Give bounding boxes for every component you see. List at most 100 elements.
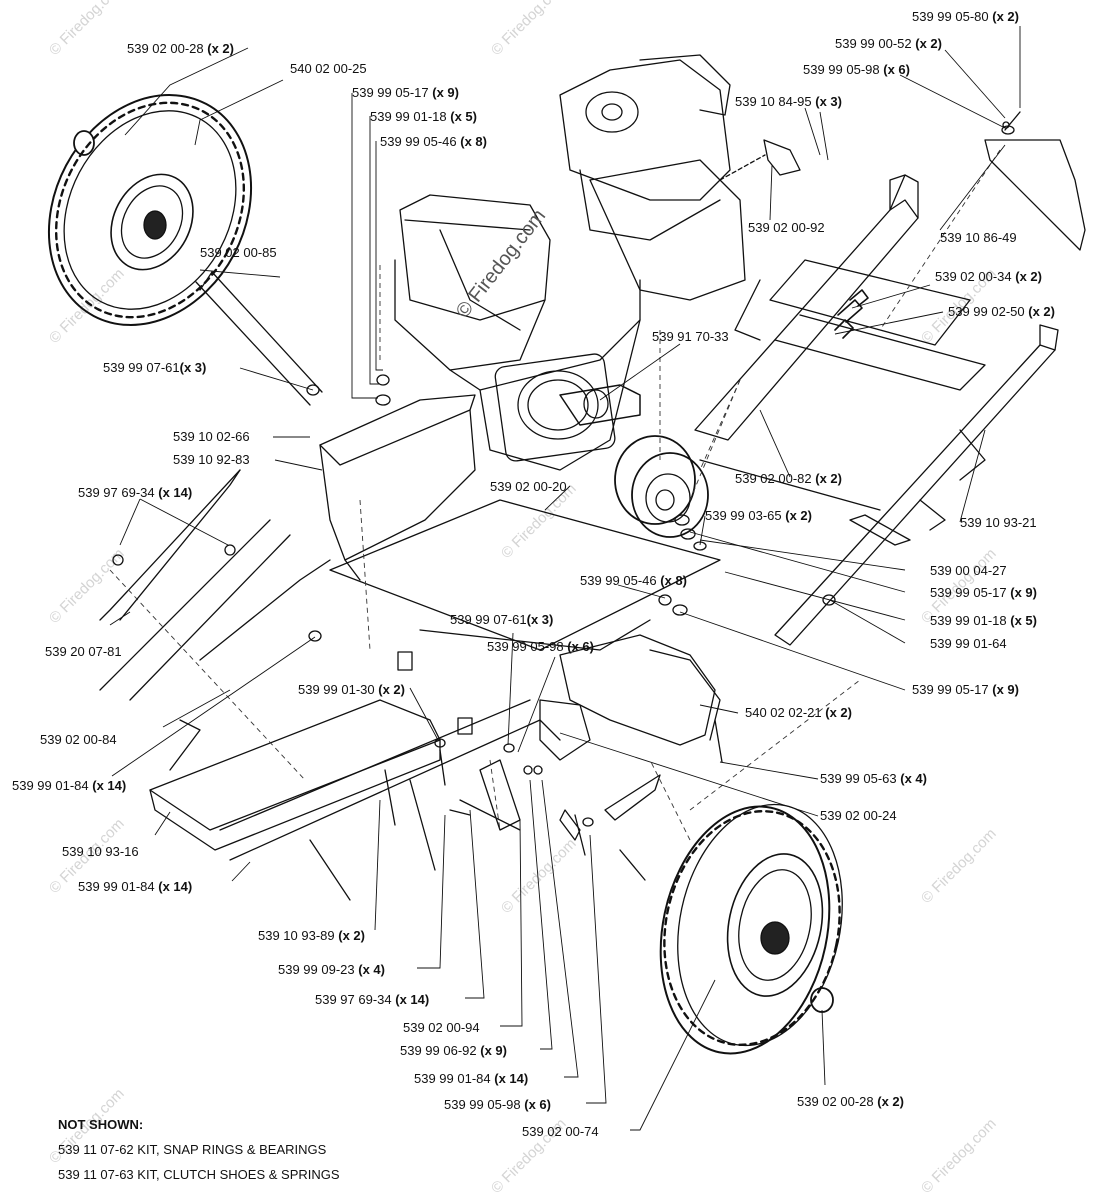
- part-number: 539 99 05-98: [487, 639, 564, 654]
- quantity: (x 14): [158, 879, 193, 894]
- callout-nut-right: 539 99 01-64: [930, 637, 1007, 651]
- part-number: 539 99 05-46: [380, 134, 457, 149]
- quantity: (x 3): [526, 612, 554, 627]
- quantity: (x 5): [450, 109, 477, 124]
- part-number: 539 10 93-21: [960, 515, 1037, 530]
- engine: [394, 54, 746, 471]
- callout-frame-rail: 539 02 00-82 (x 2): [735, 472, 842, 486]
- callout-bearing-housing: 539 02 00-24: [820, 809, 897, 823]
- quantity: (x 6): [883, 62, 910, 77]
- part-number: 539 99 01-30: [298, 682, 375, 697]
- part-number: 539 10 93-89: [258, 928, 335, 943]
- quantity: (x 5): [1010, 613, 1037, 628]
- callout-spring: 539 02 00-34 (x 2): [935, 270, 1042, 284]
- part-number: 539 02 00-34: [935, 269, 1012, 284]
- callout-bolt-lower: 539 99 05-63 (x 4): [820, 772, 927, 786]
- quantity: (x 14): [158, 485, 193, 500]
- clutch-pulley: [614, 435, 709, 551]
- callout-rivet-lower: 539 99 01-84 (x 14): [78, 880, 192, 894]
- callout-washer-small: 539 99 06-92 (x 9): [400, 1044, 507, 1058]
- callout-nut-gearbox: 539 99 05-98 (x 6): [487, 640, 594, 654]
- quantity: (x 6): [567, 639, 594, 654]
- quantity: (x 2): [815, 471, 842, 486]
- callout-rivet-mid: 539 99 01-84 (x 14): [12, 779, 126, 793]
- callout-engine: 539 91 70-33: [652, 330, 729, 344]
- part-number: 539 99 05-98: [444, 1097, 521, 1112]
- part-number: 539 99 07-61: [450, 612, 527, 627]
- quantity: (x 9): [432, 85, 459, 100]
- not-shown-title: NOT SHOWN:: [58, 1117, 144, 1132]
- part-number: 539 02 00-85: [200, 245, 277, 260]
- part-number: 539 99 05-98: [803, 62, 880, 77]
- part-number: 539 10 92-83: [173, 452, 250, 467]
- callout-plate: 539 02 00-84: [40, 733, 117, 747]
- feed-chute: [99, 394, 476, 701]
- part-number: 539 99 05-80: [912, 9, 989, 24]
- callout-cover: 539 10 92-83: [173, 453, 250, 467]
- part-number: 539 02 00-74: [522, 1124, 599, 1139]
- quantity: (x 9): [1010, 585, 1037, 600]
- quantity: (x 2): [378, 682, 405, 697]
- callout-axle-lower: 539 02 00-74: [522, 1125, 599, 1139]
- base-tray: [149, 499, 721, 861]
- callout-bolt-shaft: 539 10 02-66: [173, 430, 250, 444]
- part-number: 539 20 07-81: [45, 644, 122, 659]
- callout-guard: 539 10 86-49: [940, 231, 1017, 245]
- part-number: 539 99 01-18: [370, 109, 447, 124]
- part-number: 539 91 70-33: [652, 329, 729, 344]
- callout-fitting: 539 02 00-92: [748, 221, 825, 235]
- part-number: 539 97 69-34: [78, 485, 155, 500]
- quantity: (x 14): [395, 992, 430, 1007]
- callout-bolt-gearbox: 539 99 05-17 (x 9): [912, 683, 1019, 697]
- callout-spacer: 539 99 01-30 (x 2): [298, 683, 405, 697]
- quantity: (x 8): [660, 573, 687, 588]
- callout-bolt: 539 99 05-17 (x 9): [352, 86, 459, 100]
- part-number: 539 99 02-50: [948, 304, 1025, 319]
- part-number: 539 02 00-82: [735, 471, 812, 486]
- wheel-top-left: [47, 94, 253, 326]
- part-number: 539 99 03-65: [705, 508, 782, 523]
- quantity: (x 6): [524, 1097, 551, 1112]
- part-number: 539 99 05-17: [352, 85, 429, 100]
- part-number: 539 02 00-28: [797, 1094, 874, 1109]
- callout-clutch: 539 00 04-27: [930, 564, 1007, 578]
- part-number: 539 99 01-84: [414, 1071, 491, 1086]
- callout-frame: 539 10 93-21: [960, 516, 1037, 530]
- quantity: (x 2): [877, 1094, 904, 1109]
- not-shown-item: 539 11 07-62 KIT, SNAP RINGS & BEARINGS: [58, 1142, 327, 1157]
- wheel-bottom-right: [659, 803, 843, 1055]
- callout-nut: 539 99 05-46 (x 8): [380, 135, 487, 149]
- callout-key: 539 10 84-95 (x 3): [735, 95, 842, 109]
- callout-wheel-bottom: 539 02 00-28 (x 2): [797, 1095, 904, 1109]
- callout-snap-ring: 539 99 03-65 (x 2): [705, 509, 812, 523]
- part-number: 539 02 00-94: [403, 1020, 480, 1035]
- part-number: 539 99 05-46: [580, 573, 657, 588]
- part-number: 539 02 00-28: [127, 41, 204, 56]
- part-number: 539 99 09-23: [278, 962, 355, 977]
- part-number: 539 10 86-49: [940, 230, 1017, 245]
- callout-washer: 539 99 01-18 (x 5): [370, 110, 477, 124]
- quantity: (x 14): [92, 778, 127, 793]
- part-number: 539 99 00-52: [835, 36, 912, 51]
- callout-rivet-base: 539 99 01-84 (x 14): [414, 1072, 528, 1086]
- callout-wheel-assembly: 540 02 00-25: [290, 62, 367, 76]
- part-number: 539 10 02-66: [173, 429, 250, 444]
- quantity: (x 8): [460, 134, 487, 149]
- quantity: (x 4): [358, 962, 385, 977]
- callout-washer-right: 539 99 01-18 (x 5): [930, 614, 1037, 628]
- quantity: (x 2): [1015, 269, 1042, 284]
- callout-nut-base: 539 99 05-98 (x 6): [444, 1098, 551, 1112]
- callout-rod: 539 10 93-89 (x 2): [258, 929, 365, 943]
- quantity: (x 2): [992, 9, 1019, 24]
- part-number: 539 02 00-84: [40, 732, 117, 747]
- callout-wheel-top: 539 02 00-28 (x 2): [127, 42, 234, 56]
- callout-nut-top: 539 99 05-98 (x 6): [803, 63, 910, 77]
- quantity: (x 2): [825, 705, 852, 720]
- part-number: 539 99 01-84: [78, 879, 155, 894]
- callout-rivet-bottom: 539 97 69-34 (x 14): [315, 993, 429, 1007]
- part-number: 539 02 00-20: [490, 479, 567, 494]
- callout-axle: 539 02 00-85: [200, 246, 277, 260]
- not-shown-list: NOT SHOWN: 539 11 07-62 KIT, SNAP RINGS …: [58, 1112, 340, 1187]
- quantity: (x 2): [338, 928, 365, 943]
- part-number: 539 99 01-84: [12, 778, 89, 793]
